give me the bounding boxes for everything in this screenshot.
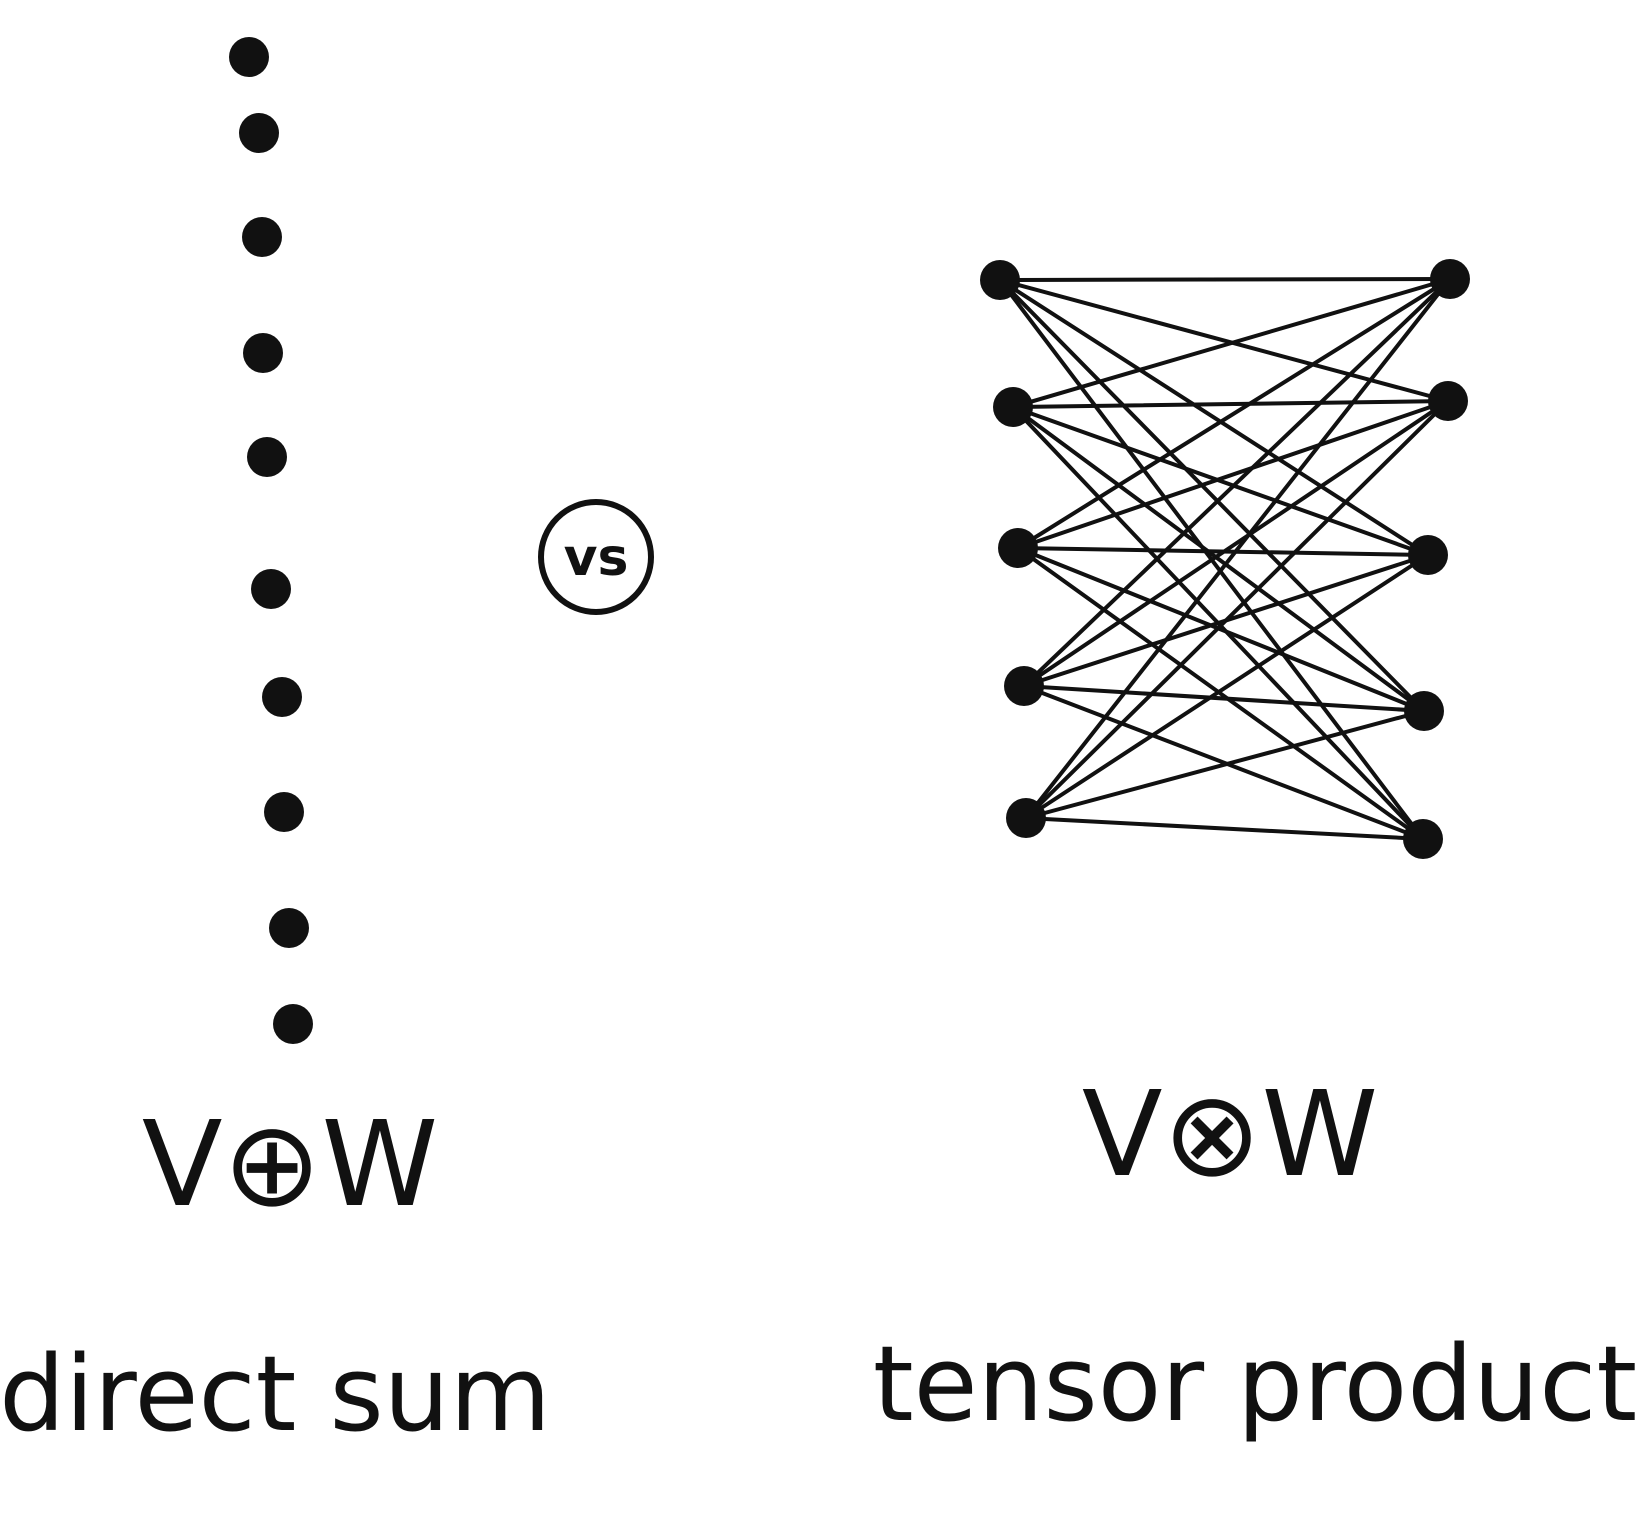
tensor-right-node bbox=[1428, 381, 1468, 421]
tensor-product-edge bbox=[1022, 684, 1425, 841]
direct-sum-dot bbox=[262, 677, 302, 717]
tensor-right-node bbox=[1404, 691, 1444, 731]
vs-circle bbox=[538, 499, 654, 615]
direct-sum-formula: V⊕W bbox=[142, 1095, 438, 1233]
tensor-right-node bbox=[1430, 259, 1470, 299]
tensor-product-edge bbox=[1024, 277, 1452, 820]
tensor-product-edge bbox=[1024, 399, 1450, 820]
tensor-right-node bbox=[1403, 819, 1443, 859]
tensor-product-edge bbox=[1011, 277, 1452, 409]
vs-label: vs bbox=[564, 528, 629, 588]
tensor-product-edge bbox=[998, 277, 1452, 282]
direct-sum-caption: direct sum bbox=[0, 1333, 551, 1455]
tensor-product-edge bbox=[1016, 277, 1452, 550]
tensor-product-edge bbox=[1024, 553, 1430, 820]
tensor-product-edge bbox=[1022, 684, 1426, 713]
tensor-product-edges bbox=[998, 277, 1452, 841]
direct-sum-dot bbox=[251, 569, 291, 609]
tensor-product-nodes bbox=[980, 259, 1470, 859]
direct-sum-dot bbox=[239, 113, 279, 153]
direct-sum-dot bbox=[247, 437, 287, 477]
tensor-product-edge bbox=[1016, 546, 1426, 713]
tensor-product-edge bbox=[998, 278, 1450, 403]
tensor-product-edge bbox=[1016, 546, 1425, 841]
tensor-left-node bbox=[998, 528, 1038, 568]
direct-sum-dot bbox=[229, 37, 269, 77]
tensor-product-edge bbox=[1022, 399, 1450, 688]
tensor-product-edge bbox=[1011, 399, 1450, 409]
tensor-left-node bbox=[1004, 666, 1044, 706]
tensor-product-edge bbox=[1011, 405, 1430, 557]
tensor-product-edge bbox=[1016, 399, 1450, 550]
tensor-left-node bbox=[993, 387, 1033, 427]
tensor-product-edge bbox=[1022, 277, 1452, 688]
tensor-product-edge bbox=[998, 278, 1426, 713]
direct-sum-dots bbox=[229, 37, 313, 1044]
direct-sum-dot bbox=[269, 908, 309, 948]
vs-badge: vs bbox=[538, 499, 654, 615]
tensor-product-formula: V⊗W bbox=[1082, 1065, 1378, 1203]
tensor-product-caption: tensor product bbox=[873, 1323, 1635, 1445]
tensor-product-edge bbox=[1011, 405, 1426, 713]
tensor-right-node bbox=[1408, 535, 1448, 575]
tensor-product-edge bbox=[998, 278, 1430, 557]
tensor-product-edge bbox=[1024, 709, 1426, 820]
direct-sum-dot bbox=[273, 1004, 313, 1044]
tensor-product-edge bbox=[1024, 816, 1425, 841]
direct-sum-dot bbox=[242, 217, 282, 257]
tensor-left-node bbox=[980, 260, 1020, 300]
tensor-left-node bbox=[1006, 798, 1046, 838]
direct-sum-dot bbox=[243, 333, 283, 373]
direct-sum-dot bbox=[264, 792, 304, 832]
